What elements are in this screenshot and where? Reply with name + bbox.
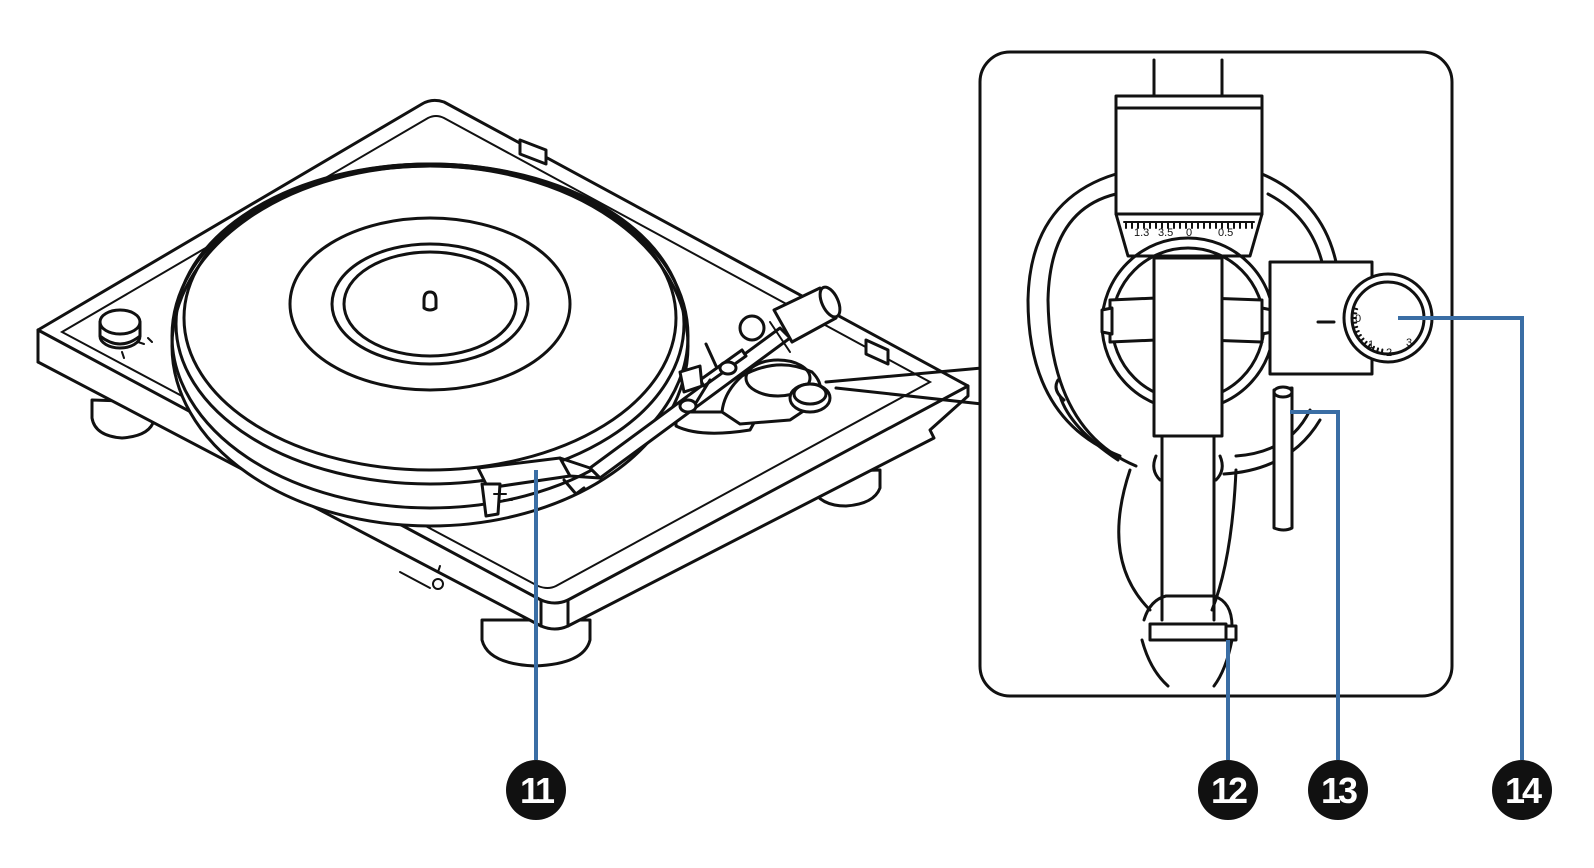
detail-leader-top [824,366,984,384]
lift-lever [1272,385,1294,532]
counterweight-scale-tick: 3 [1406,337,1412,349]
callout-label-11: 11 [520,770,555,811]
callout-badge-13: 13 [1308,760,1368,820]
callout-badge-12: 12 [1198,760,1258,820]
turntable-illustration [36,98,984,668]
headshell-scale-tick: 0.5 [1218,227,1233,239]
callout-label-12: 12 [1211,770,1247,811]
turntable-feet [90,398,882,668]
counterweight-scale-tick: 1 [1368,339,1374,351]
callout-label-14: 14 [1505,770,1542,811]
callout-label-13: 13 [1321,770,1357,811]
headshell-scale-tick: 3.5 [1158,227,1173,239]
tonearm-tube [1117,256,1238,622]
callout-badge-11: 11 [506,760,566,820]
callout-badge-14: 14 [1492,760,1552,820]
counterweight-scale-tick: 0 [1355,313,1361,325]
counterweight-scale-tick: 2 [1386,347,1392,359]
headshell-scale: 1.3 3.5 0 0.5 [1123,221,1255,239]
tonearm-assembly [476,285,842,518]
speed-knob [98,308,153,359]
platter [170,162,690,528]
tonearm-detail: 1.3 3.5 0 0.5 0 1 2 3 [978,50,1454,698]
headshell-scale-tick: 1.3 [1134,227,1149,239]
callout-lines [534,316,1524,760]
headshell-scale-tick: 0 [1186,227,1192,239]
detail-leader-bottom [834,386,984,406]
arm-clamp [1140,594,1238,688]
